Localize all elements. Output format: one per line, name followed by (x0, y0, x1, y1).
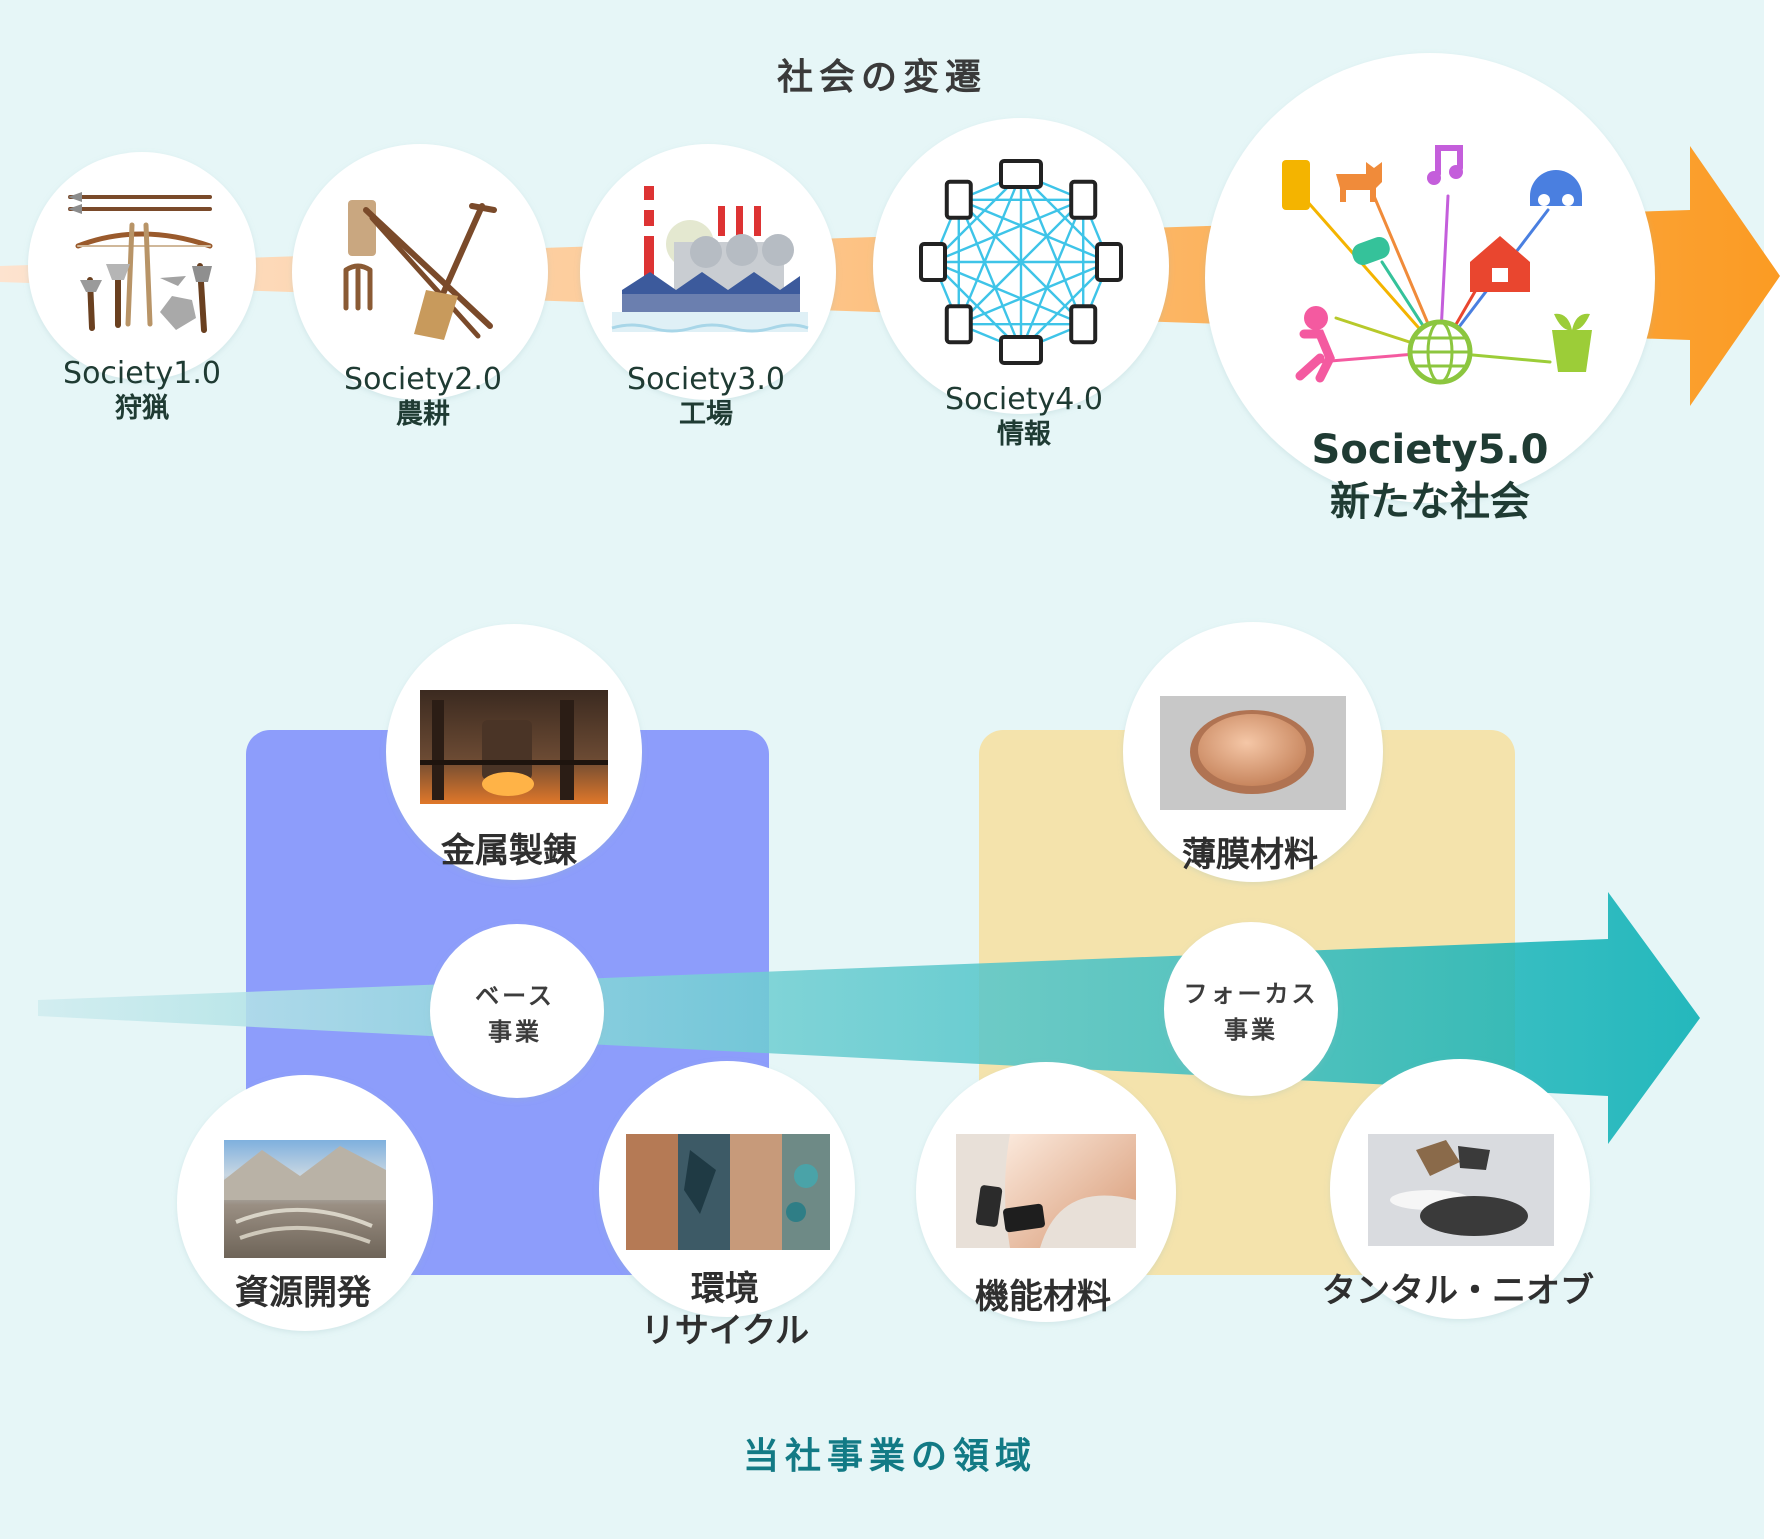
farming-tools-icon (343, 200, 497, 340)
business-label-tantalum-niobium: タンタル・ニオブ (1322, 1271, 1594, 1311)
device-node (944, 179, 973, 220)
era-name: 情報 (996, 419, 1051, 450)
business-heading: 当社事業の領域 (742, 1436, 1038, 1477)
era-code: Society5.0 (1311, 427, 1549, 473)
era-2-label: Society2.0 農耕 (344, 362, 502, 432)
smelting-plant-photo (420, 690, 608, 804)
era-circle-1 (28, 152, 256, 380)
device-node (919, 242, 947, 282)
era-name: 工場 (678, 399, 733, 430)
era-name: 農耕 (395, 399, 450, 430)
connected-society-icon (1282, 145, 1592, 385)
network-link (957, 199, 1023, 351)
recycled-metals-photo (626, 1134, 830, 1250)
era-code: Society1.0 (63, 356, 221, 391)
device-node (999, 159, 1043, 189)
device-node (999, 335, 1043, 365)
network-link (958, 198, 1110, 264)
open-pit-mine-photo (224, 1140, 386, 1258)
era-code: Society4.0 (945, 382, 1103, 417)
device-node (944, 304, 973, 345)
era-3-label: Society3.0 工場 (627, 362, 785, 432)
device-node (1095, 242, 1123, 282)
business-label-functional-materials: 機能材料 (975, 1277, 1111, 1317)
focus-hub-circle (1164, 922, 1338, 1096)
era-code: Society3.0 (627, 362, 785, 397)
sputtering-target-photo (1160, 696, 1346, 810)
device-node (1069, 304, 1098, 345)
era-name: 狩猟 (114, 393, 169, 424)
society-heading: 社会の変遷 (776, 57, 988, 98)
business-label-resource-development: 資源開発 (235, 1273, 371, 1313)
network-link (957, 198, 1085, 326)
business-label-thin-film: 薄膜材料 (1182, 835, 1318, 875)
focus-business-label: フォーカス 事業 (1183, 980, 1319, 1044)
tantalum-niobium-powder-photo (1368, 1134, 1554, 1246)
era-4-label: Society4.0 情報 (945, 382, 1103, 452)
era-circle-5 (1205, 53, 1655, 503)
era-name: 新たな社会 (1330, 479, 1530, 525)
business-label-recycling: 環境 リサイクル (640, 1269, 810, 1351)
copper-foil-photo (956, 1134, 1136, 1248)
device-network-icon (919, 159, 1123, 365)
era-code: Society2.0 (344, 362, 502, 397)
base-hub-circle (430, 924, 604, 1098)
factory-icon (611, 186, 809, 333)
era-5-label: Society5.0 新たな社会 (1312, 424, 1549, 528)
hunting-tools-icon (68, 192, 213, 333)
business-label-smelting: 金属製錬 (441, 831, 577, 871)
era-1-label: Society1.0 狩猟 (63, 356, 221, 426)
base-business-label: ベース 事業 (475, 982, 555, 1046)
device-node (1069, 179, 1098, 220)
